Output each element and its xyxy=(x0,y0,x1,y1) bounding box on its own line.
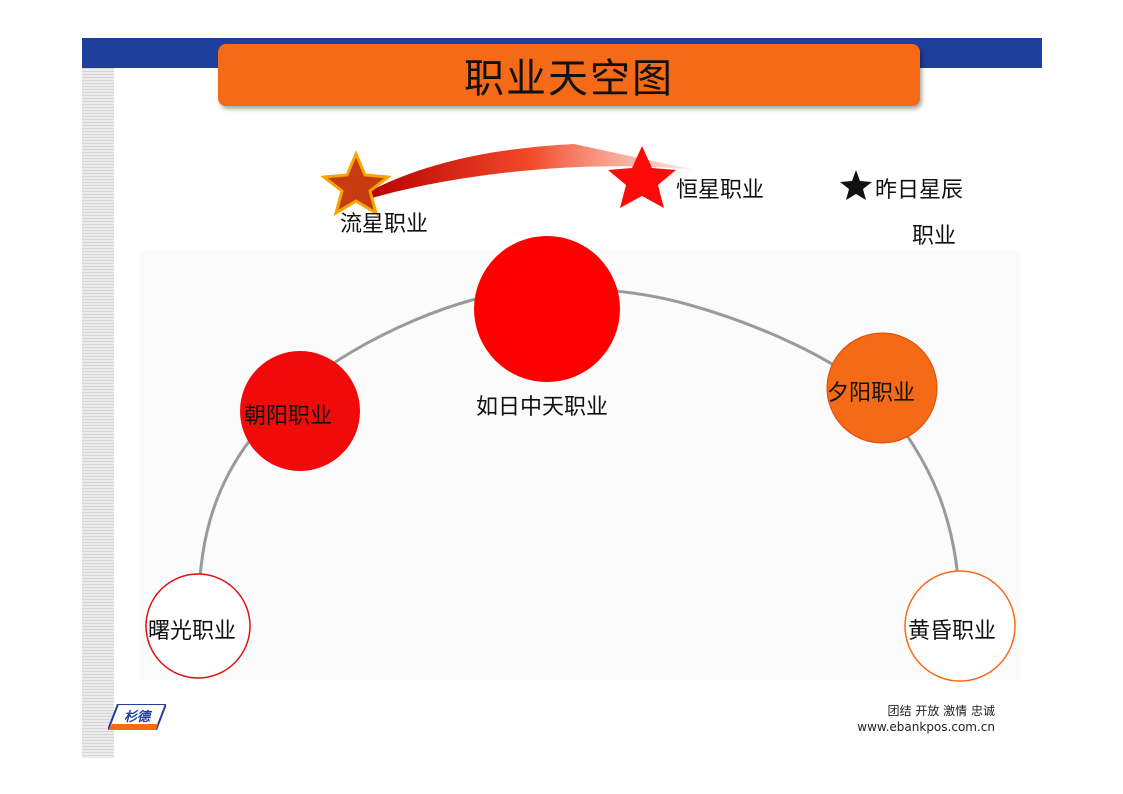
dawn-label: 曙光职业 xyxy=(148,619,237,644)
footer: 团结 开放 激情 忠诚 www.ebankpos.com.cn xyxy=(857,703,995,735)
constant-star-icon xyxy=(608,146,676,208)
yesterday-label-line2: 职业 xyxy=(912,224,957,249)
yesterday-label-line1: 昨日星辰 xyxy=(875,178,964,203)
footer-url: www.ebankpos.com.cn xyxy=(857,720,995,734)
logo-text: 杉德 xyxy=(124,710,151,725)
evening-sun-circle xyxy=(826,332,938,444)
title-banner: 职业天空图 xyxy=(218,44,920,106)
meteor-star-icon xyxy=(320,150,392,217)
page-title: 职业天空图 xyxy=(464,56,674,102)
left-decorative-strip xyxy=(82,38,114,758)
morning-sun-label: 朝阳职业 xyxy=(244,404,333,429)
dusk-label: 黄昏职业 xyxy=(908,619,997,644)
morning-sun-circle xyxy=(240,351,360,471)
meteor-trail xyxy=(368,144,695,198)
noon-sun-circle xyxy=(474,236,620,382)
meteor-label: 流星职业 xyxy=(340,212,429,237)
noon-sun-label: 如日中天职业 xyxy=(476,395,609,420)
company-logo: 杉德 xyxy=(106,703,168,731)
yesterday-star-icon xyxy=(840,170,872,200)
constant-label: 恒星职业 xyxy=(676,178,765,203)
evening-sun-label: 夕阳职业 xyxy=(827,381,916,406)
footer-slogan: 团结 开放 激情 忠诚 xyxy=(887,704,995,718)
dawn-circle xyxy=(145,573,251,679)
dusk-circle xyxy=(904,570,1016,682)
